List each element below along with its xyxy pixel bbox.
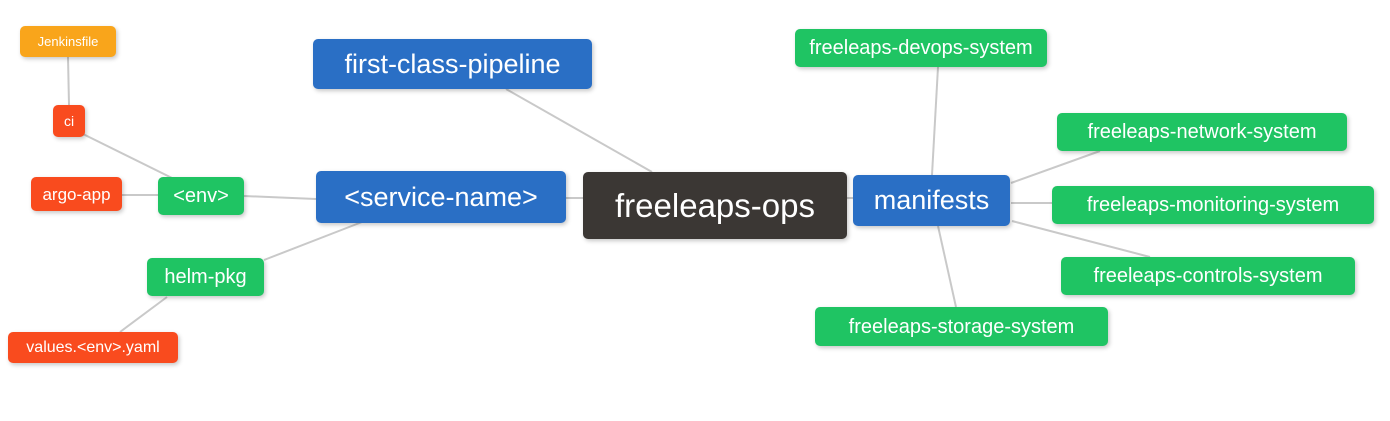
node-env[interactable]: <env> — [158, 177, 244, 215]
edge-ci-to-env — [82, 133, 173, 179]
node-helm-pkg[interactable]: helm-pkg — [147, 258, 264, 296]
edge-jenkinsfile-to-ci — [67, 56, 70, 106]
node-jenkinsfile[interactable]: Jenkinsfile — [20, 26, 116, 57]
node-argo-app[interactable]: argo-app — [31, 177, 122, 211]
edge-values-env-yaml-to-helm-pkg — [119, 296, 168, 333]
node-freeleaps-monitoring-system[interactable]: freeleaps-monitoring-system — [1052, 186, 1374, 224]
node-freeleaps-controls-system[interactable]: freeleaps-controls-system — [1061, 257, 1355, 295]
node-freeleaps-network-system[interactable]: freeleaps-network-system — [1057, 113, 1347, 151]
node-manifests[interactable]: manifests — [853, 175, 1010, 226]
node-first-class-pipeline[interactable]: first-class-pipeline — [313, 39, 592, 89]
edge-manifests-to-freeleaps-controls-system — [1011, 220, 1151, 258]
node-values-env-yaml[interactable]: values.<env>.yaml — [8, 332, 178, 363]
node-service-name[interactable]: <service-name> — [316, 171, 566, 223]
edge-manifests-to-freeleaps-devops-system — [931, 66, 939, 176]
edge-helm-pkg-to-service-name — [263, 221, 363, 261]
node-freeleaps-devops-system[interactable]: freeleaps-devops-system — [795, 29, 1047, 67]
node-ci[interactable]: ci — [53, 105, 85, 137]
edge-manifests-to-freeleaps-storage-system — [937, 225, 957, 308]
edge-manifests-to-freeleaps-network-system — [1010, 150, 1101, 184]
node-freeleaps-ops[interactable]: freeleaps-ops — [583, 172, 847, 239]
edge-first-class-pipeline-to-freeleaps-ops — [505, 88, 653, 173]
edge-env-to-service-name — [243, 195, 317, 200]
node-freeleaps-storage-system[interactable]: freeleaps-storage-system — [815, 307, 1108, 346]
